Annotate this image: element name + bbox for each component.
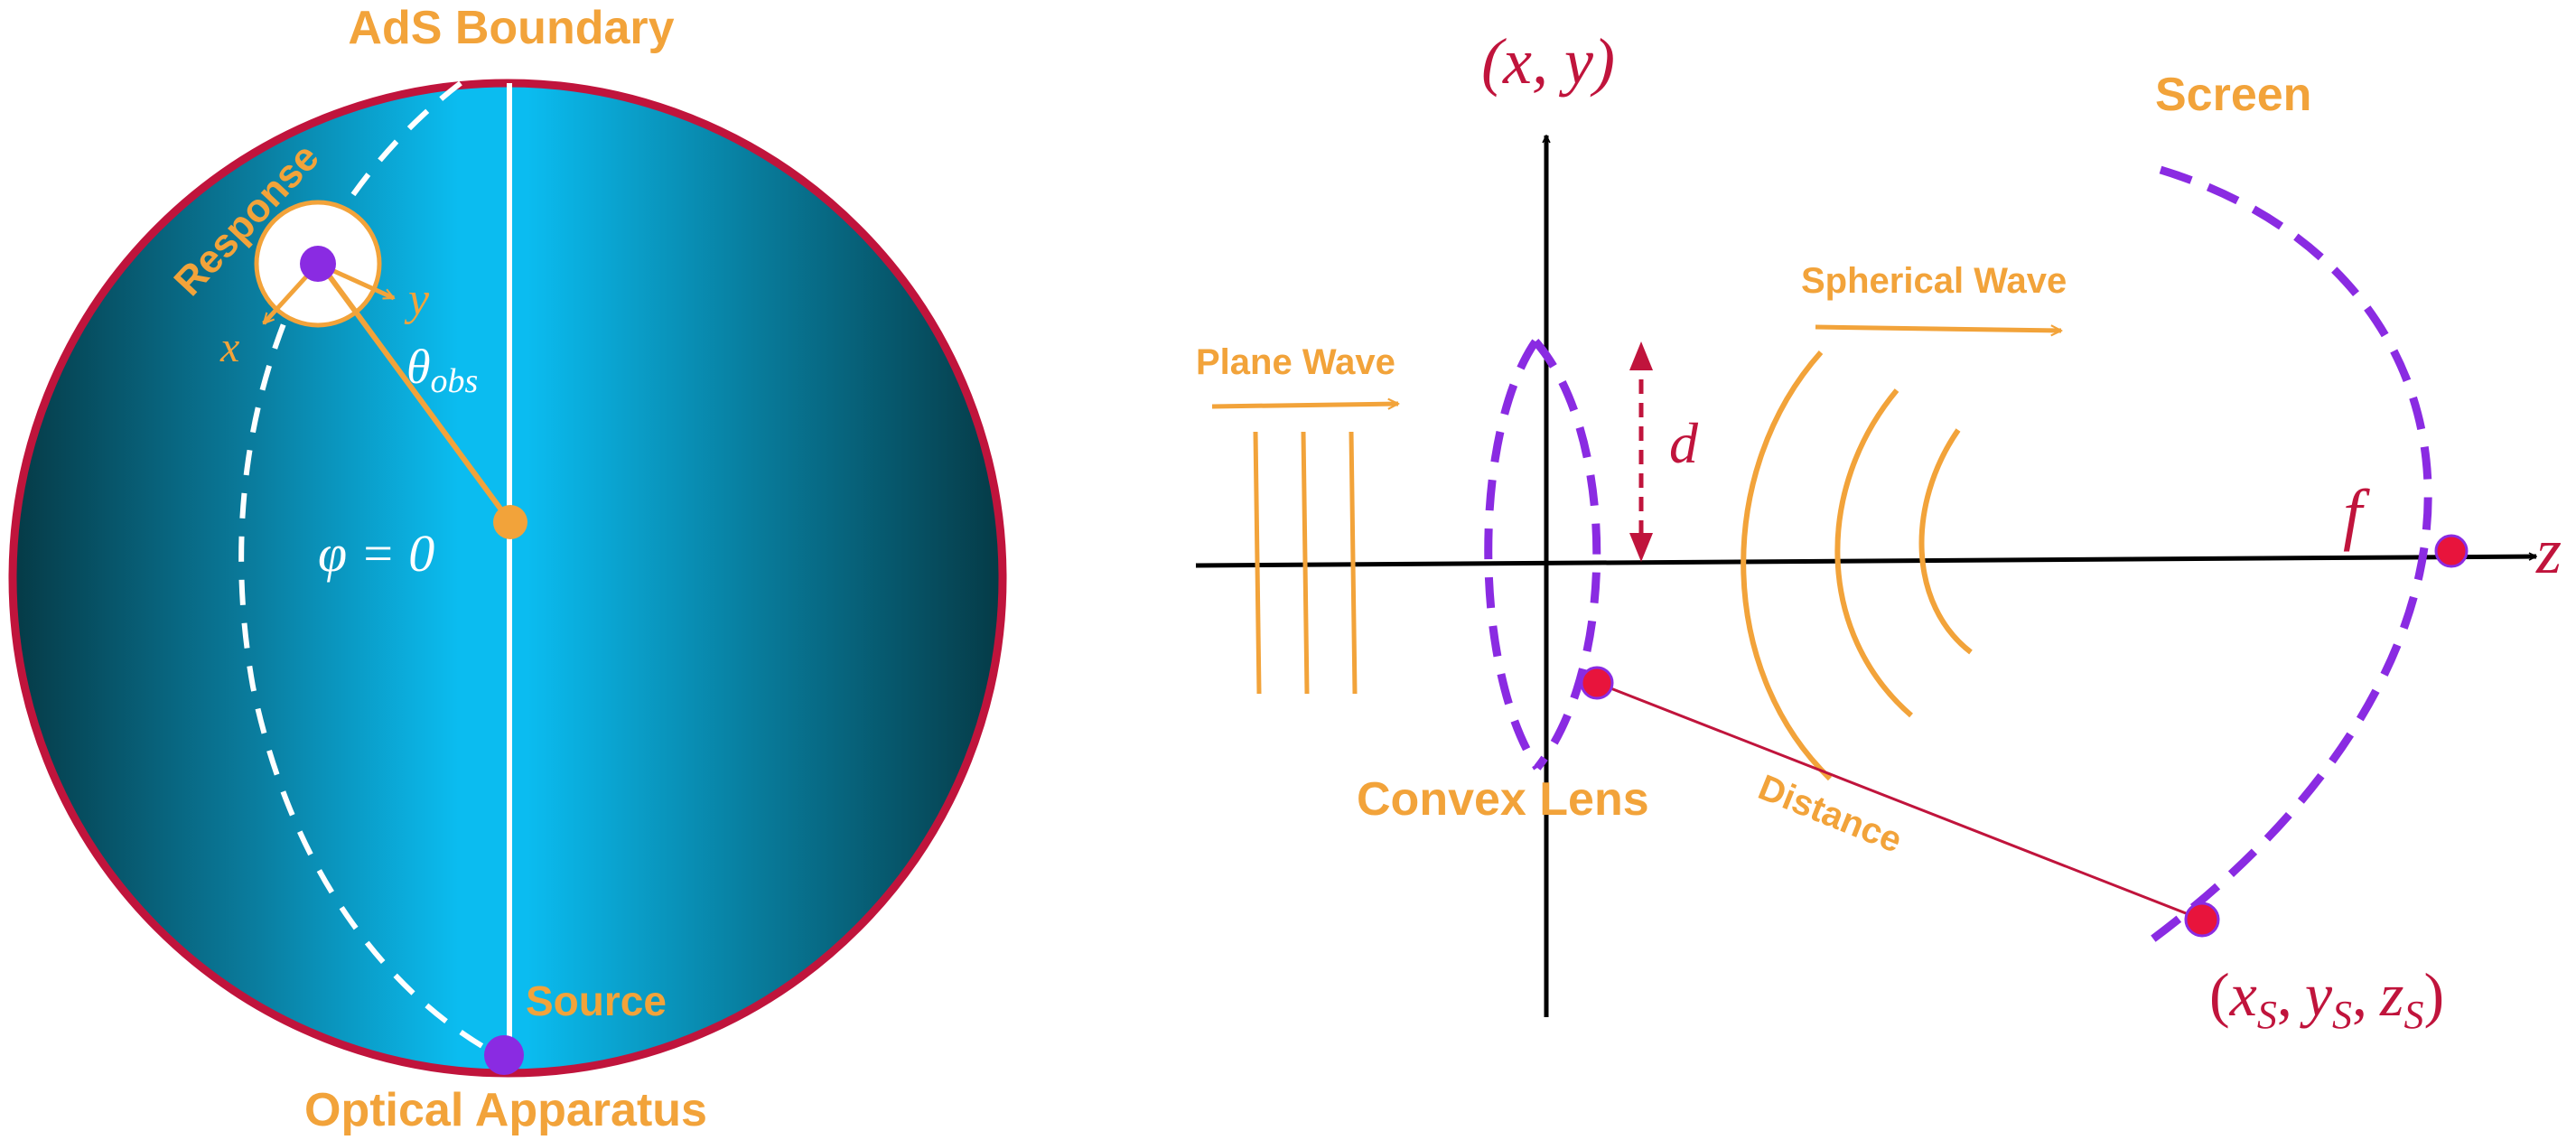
focal-point: [2434, 534, 2469, 568]
plane-wavefront: [1301, 431, 1310, 695]
screen-label: Screen: [2155, 69, 2311, 121]
z-label: z: [2535, 515, 2562, 587]
ads-boundary-label: AdS Boundary: [348, 2, 674, 54]
phi-zero-label: φ = 0: [318, 524, 434, 583]
x-axis-label: x: [219, 323, 239, 371]
d-label: d: [1669, 411, 1699, 475]
spherical-wavefront: [1741, 350, 1833, 781]
source-label: Source: [526, 977, 667, 1024]
y-axis-label: y: [404, 274, 430, 325]
distance-label: Distance: [1753, 768, 1908, 861]
d-arrow-top-head: [1629, 341, 1653, 370]
f-label: f: [2343, 476, 2370, 552]
plane-wave-arrow: [1211, 404, 1398, 406]
screen-point-label: (xS,yS,zS): [2209, 960, 2444, 1037]
spherical-wave-arrow: [1815, 327, 2061, 331]
spherical-wave-label: Spherical Wave: [1801, 261, 2067, 301]
spherical-wave: [1741, 327, 2061, 781]
lens-point: [1580, 666, 1614, 700]
response-point: [300, 246, 336, 282]
plane-wave-label: Plane Wave: [1196, 342, 1395, 382]
center-point: [493, 505, 527, 539]
convex-lens-left-edge: [1484, 339, 1541, 771]
convex-lens-right-edge: [1532, 339, 1601, 771]
convex-lens-label: Convex Lens: [1357, 773, 1649, 826]
xy-label: (x, y): [1481, 25, 1615, 98]
plane-wave: [1211, 404, 1398, 695]
spherical-wavefront: [1918, 428, 1973, 655]
theta-obs-label: θobs: [406, 340, 478, 400]
plane-wavefront: [1253, 431, 1262, 695]
distance-line: [1596, 681, 2203, 921]
z-axis: [1195, 556, 2536, 568]
source-point: [484, 1035, 524, 1075]
optical-apparatus-label: Optical Apparatus: [304, 1084, 707, 1136]
d-arrow-bottom-head: [1629, 533, 1653, 562]
ads-sphere-panel: AdS Boundary Response x y θobs φ = 0 Sou…: [8, 2, 1007, 1136]
spherical-wavefront: [1834, 388, 1913, 718]
observation-line: [324, 271, 513, 524]
screen-point: [2184, 902, 2220, 938]
convex-lens: [1484, 339, 1601, 771]
optics-panel: Plane Wave Convex Lens d Spherical Wave …: [1195, 25, 2562, 1037]
plane-wavefront: [1349, 431, 1358, 695]
